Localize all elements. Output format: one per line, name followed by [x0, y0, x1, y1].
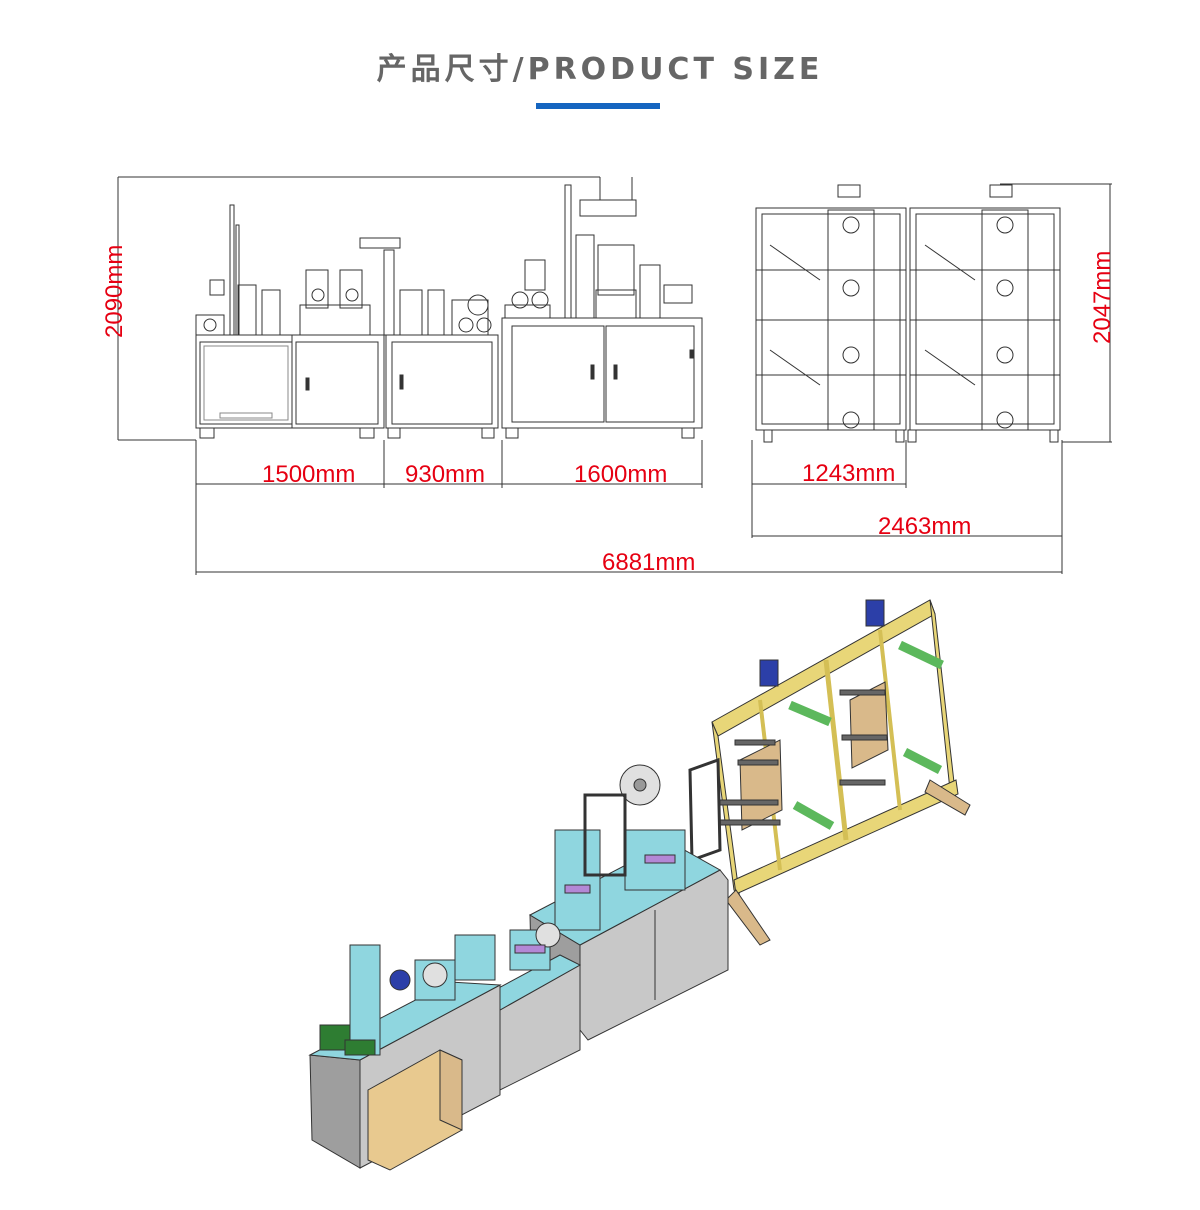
page-title: 产品尺寸/PRODUCT SIZE — [376, 52, 824, 87]
section-1-length-dimension: 1500mm — [262, 461, 355, 488]
side-unit-width-dimension: 1243mm — [802, 460, 895, 487]
section-3-length-dimension: 1600mm — [574, 461, 667, 488]
side-total-width-dimension: 2463mm — [878, 513, 971, 540]
side-view — [751, 183, 1112, 574]
total-length-dimension: 6881mm — [602, 549, 695, 576]
front-view — [117, 176, 1062, 575]
isometric-view — [308, 599, 971, 1171]
side-height-dimension: 2047mm — [1089, 251, 1116, 344]
title-underline — [536, 103, 660, 109]
section-2-length-dimension: 930mm — [405, 461, 485, 488]
front-height-dimension: 2090mm — [101, 245, 128, 338]
